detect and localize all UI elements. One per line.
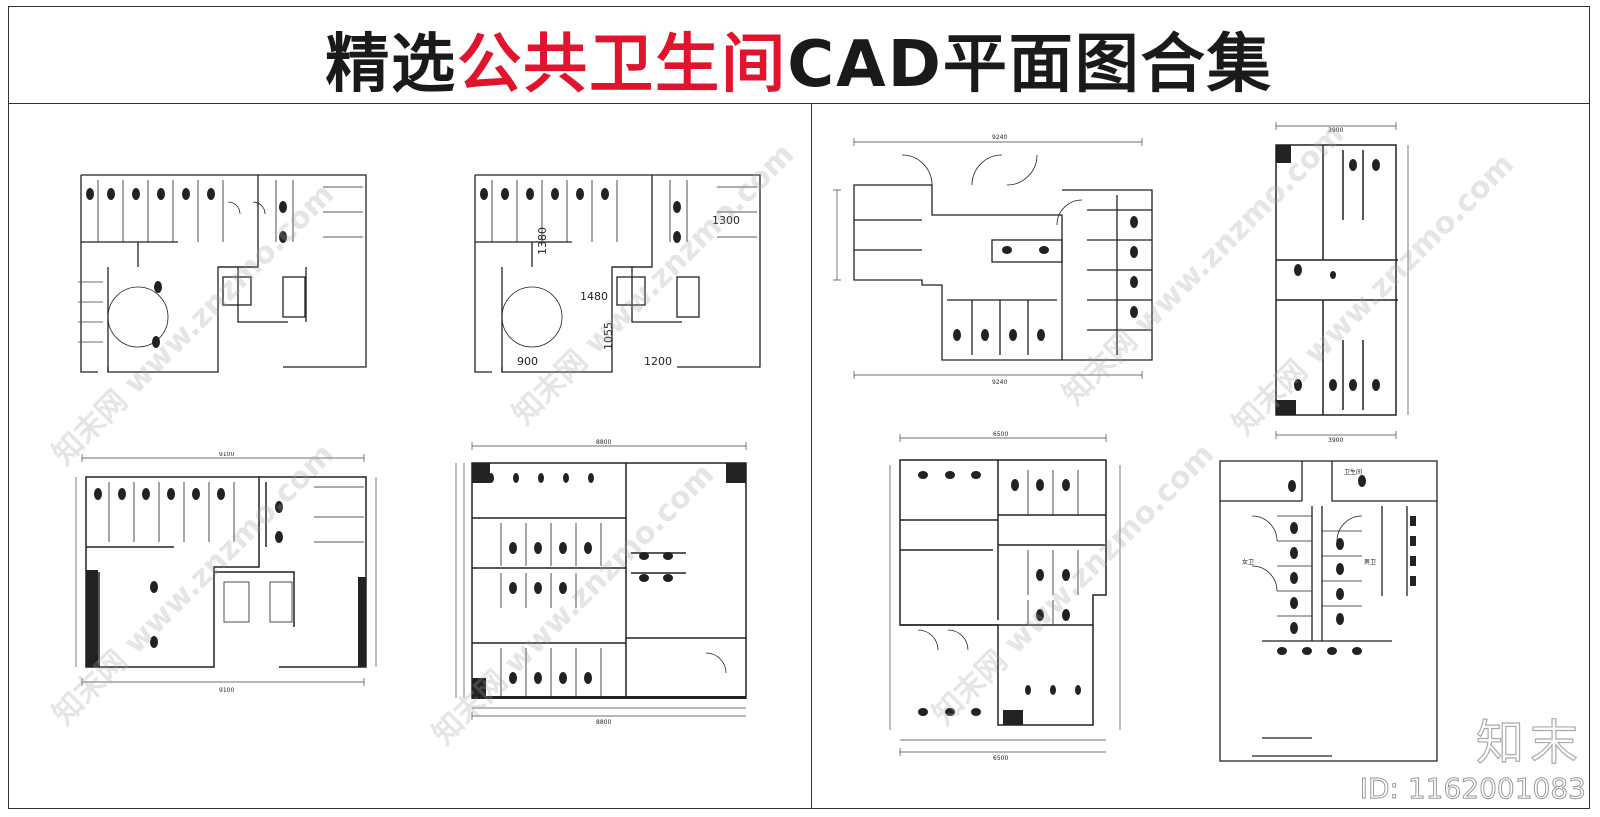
image-id: ID: 1162001083 — [1359, 772, 1586, 806]
room-label-male: 男卫 — [1364, 559, 1376, 566]
dim-label-1380: 1380 — [536, 227, 549, 255]
title-part-1: 精选 — [325, 28, 458, 102]
floor-plan-8-drawing: 卫生间 女卫 男卫 — [1219, 460, 1438, 762]
dim-label-1300: 1300 — [712, 214, 740, 227]
floor-plan-8: 卫生间 女卫 男卫 — [1212, 456, 1448, 776]
floor-plan-5-drawing: 9100 9100 — [75, 452, 377, 692]
dim-top-8800: 8800 — [596, 439, 611, 446]
column-divider — [811, 104, 812, 809]
dim-label-900: 900 — [517, 355, 538, 368]
dim-top-6500: 6500 — [993, 431, 1008, 438]
dim-label-1055: 1055 — [602, 322, 615, 350]
floor-plan-3-drawing: 9240 9240 — [833, 134, 1153, 386]
floor-plan-1-drawing — [78, 174, 367, 373]
dim-top-9240: 9240 — [992, 134, 1007, 141]
brand-logo: 知末 — [1475, 714, 1584, 771]
floor-plan-6-drawing: 8800 8800 — [455, 439, 747, 724]
dim-top-3900: 3900 — [1328, 127, 1343, 134]
dim-label-1480: 1480 — [580, 290, 608, 303]
room-label-female: 女卫 — [1242, 558, 1254, 566]
dim-top-9100: 9100 — [219, 452, 234, 458]
floor-plan-4: 3900 3900 — [1258, 120, 1418, 442]
title-part-2: 公共卫生间 — [457, 28, 788, 102]
dim-label-1200: 1200 — [644, 355, 672, 368]
drawing-frame — [8, 6, 1590, 809]
floor-plan-5: 9100 9100 — [74, 452, 384, 692]
floor-plan-7: 6500 6500 — [888, 430, 1128, 760]
floor-plan-3: 9240 9240 — [832, 130, 1172, 386]
dim-bottom-9240: 9240 — [992, 379, 1007, 386]
floor-plan-2: 1300 1380 1480 1055 900 1200 — [472, 172, 768, 380]
page-title: 精选公共卫生间CAD平面图合集 — [8, 30, 1590, 100]
floor-plan-1 — [78, 172, 374, 380]
dim-bottom-6500: 6500 — [993, 755, 1008, 760]
title-bar: 精选公共卫生间CAD平面图合集 — [8, 6, 1590, 104]
floor-plan-2-drawing: 1300 1380 1480 1055 900 1200 — [474, 174, 761, 373]
floor-plan-7-drawing: 6500 6500 — [889, 431, 1121, 760]
floor-plan-4-drawing: 3900 3900 — [1275, 122, 1409, 442]
dim-bottom-8800: 8800 — [596, 719, 611, 724]
title-part-3: CAD平面图合集 — [787, 28, 1273, 102]
floor-plan-6: 8800 8800 — [446, 438, 756, 724]
room-label-washroom: 卫生间 — [1344, 468, 1362, 476]
dim-bottom-3900: 3900 — [1328, 437, 1343, 442]
dim-bottom-9100: 9100 — [219, 687, 234, 692]
